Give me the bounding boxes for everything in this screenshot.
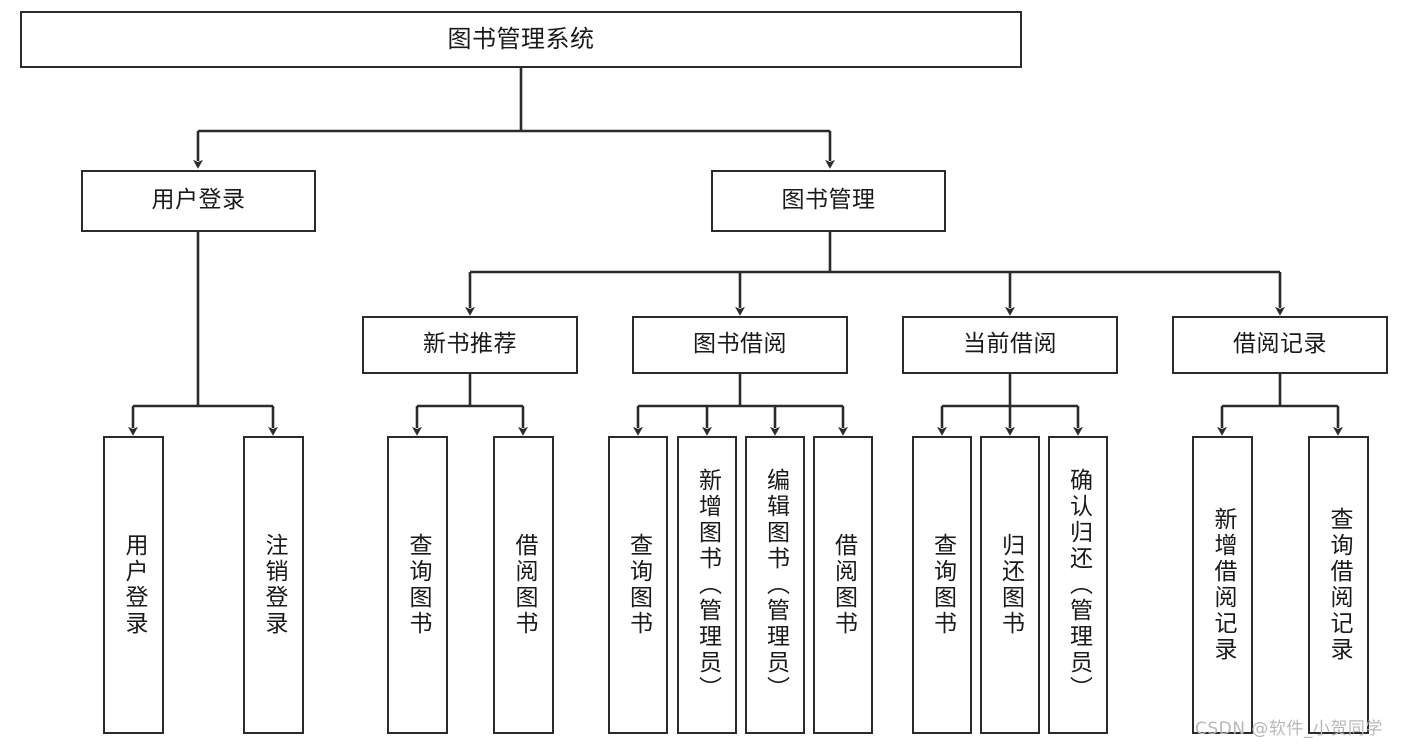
csdn-watermark: CSDN @软件_小贺同学: [1195, 719, 1383, 739]
node-label: 图书管理系统: [447, 25, 595, 54]
node-label: 注销登录: [261, 533, 287, 637]
node-label: 当前借阅: [963, 331, 1057, 358]
node-label: 图书借阅: [693, 331, 787, 358]
node-label: 查询图书: [929, 533, 956, 637]
node-label: 借阅图书: [830, 533, 857, 637]
node-book-borrowing[interactable]: 图书借阅: [632, 316, 848, 374]
node-label: 查询图书: [405, 533, 431, 637]
node-leaf-current-query-book[interactable]: 查询图书: [912, 436, 972, 734]
node-leaf-current-return-book[interactable]: 归还图书: [980, 436, 1040, 734]
node-user-login[interactable]: 用户登录: [81, 170, 316, 232]
node-label: 归还图书: [997, 533, 1024, 637]
node-leaf-newbook-borrow-book[interactable]: 借阅图书: [493, 436, 554, 734]
node-label: 借阅记录: [1233, 331, 1327, 358]
node-label: 查询图书: [625, 533, 652, 637]
node-label: 确认归还（管理员）: [1065, 468, 1092, 702]
node-label: 编辑图书（管理员）: [762, 468, 789, 702]
node-book-management[interactable]: 图书管理: [711, 170, 946, 232]
node-leaf-record-query-borrow-record[interactable]: 查询借阅记录: [1308, 436, 1369, 734]
node-leaf-newbook-query-book[interactable]: 查询图书: [387, 436, 448, 734]
node-root-book-management-system[interactable]: 图书管理系统: [20, 11, 1022, 68]
node-leaf-borrow-query-book[interactable]: 查询图书: [608, 436, 668, 734]
node-label: 新增图书（管理员）: [694, 468, 721, 702]
node-leaf-borrow-borrow-book[interactable]: 借阅图书: [813, 436, 873, 734]
node-label: 图书管理: [781, 187, 876, 214]
node-current-borrowing[interactable]: 当前借阅: [902, 316, 1118, 374]
node-leaf-logout[interactable]: 注销登录: [243, 436, 304, 734]
node-label: 新书推荐: [423, 331, 517, 358]
node-borrowing-records[interactable]: 借阅记录: [1172, 316, 1388, 374]
node-label: 查询借阅记录: [1326, 507, 1352, 663]
node-leaf-record-add-borrow-record[interactable]: 新增借阅记录: [1192, 436, 1253, 734]
node-leaf-borrow-edit-book-admin[interactable]: 编辑图书（管理员）: [745, 436, 805, 734]
node-leaf-current-confirm-return-admin[interactable]: 确认归还（管理员）: [1048, 436, 1108, 734]
node-label: 新增借阅记录: [1210, 507, 1236, 663]
node-label: 用户登录: [121, 533, 147, 637]
node-label: 用户登录: [151, 187, 246, 214]
node-new-book-recommendation[interactable]: 新书推荐: [362, 316, 578, 374]
node-leaf-user-login[interactable]: 用户登录: [103, 436, 164, 734]
node-label: 借阅图书: [511, 533, 537, 637]
node-leaf-borrow-add-book-admin[interactable]: 新增图书（管理员）: [677, 436, 737, 734]
